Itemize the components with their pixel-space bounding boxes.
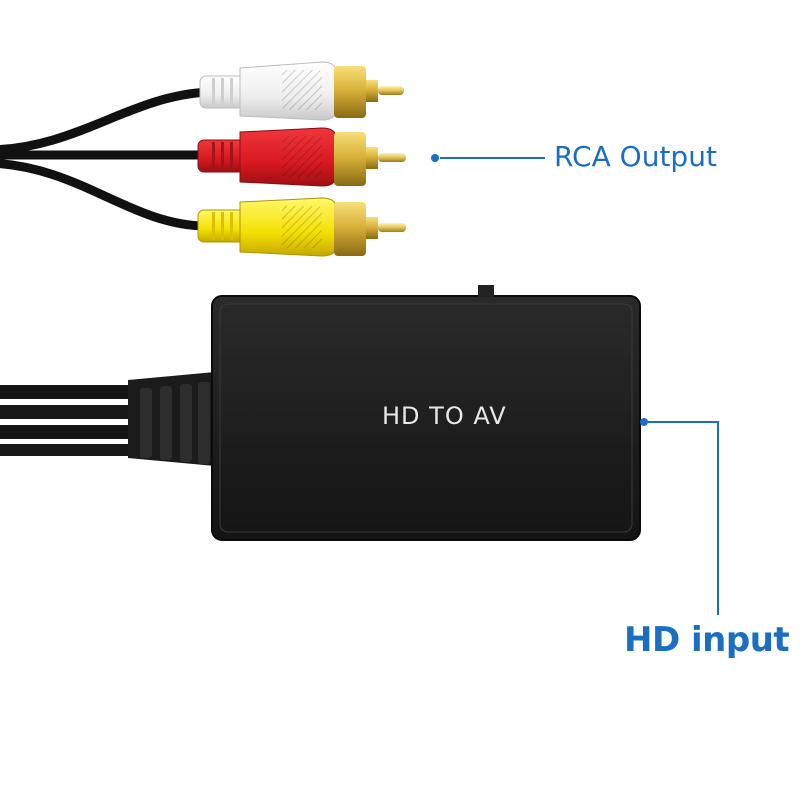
strain-relief [128, 372, 215, 466]
device-cables [0, 385, 140, 456]
rca-output-callout [431, 154, 545, 162]
hd-input-label: HD input [624, 620, 790, 660]
hd-input-callout [640, 418, 719, 615]
rca-output-label: RCA Output [554, 140, 717, 173]
device-label: HD TO AV [382, 402, 507, 430]
white-rca-plug [199, 61, 404, 121]
red-rca-plug [197, 127, 406, 187]
converter-box [211, 285, 641, 541]
rca-cables [0, 87, 215, 231]
yellow-rca-plug [197, 197, 406, 257]
